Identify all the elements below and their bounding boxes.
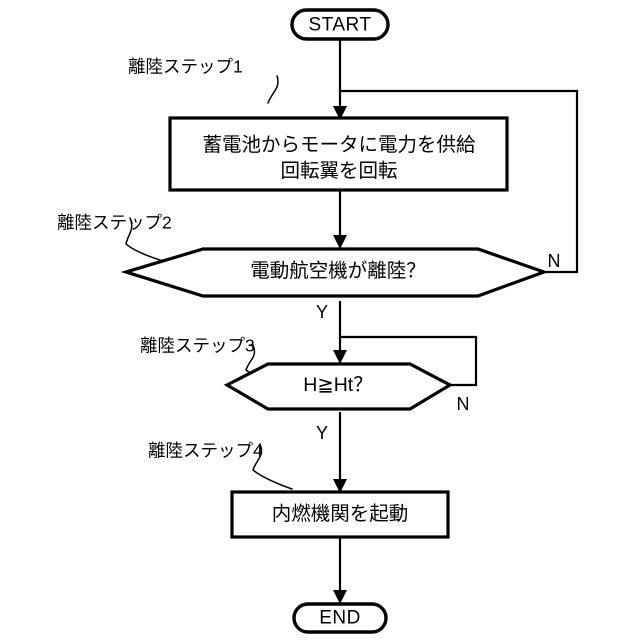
- branch-label-decision2-no: N: [457, 394, 470, 414]
- branch-label-decision1-no: N: [548, 251, 561, 271]
- node-decision2[interactable]: H≧Ht？: [223, 362, 454, 411]
- node-start[interactable]: START: [290, 8, 390, 41]
- node-process2-label: 内燃機関を起動: [272, 503, 409, 525]
- connector-process2-to-end: [333, 537, 347, 604]
- connector-process1-to-decision1: [333, 190, 347, 249]
- connector-decision2-no-loop: [341, 335, 478, 387]
- connector-decision1-yes-to-decision2: [333, 301, 347, 364]
- node-decision2-label: H≧Ht？: [303, 374, 372, 396]
- annotation-step1: 離陸ステップ1: [128, 57, 243, 77]
- node-process1[interactable]: 蓄電池からモータに電力を供給 回転翼を回転: [168, 116, 509, 192]
- node-decision1-label: 電動航空機が離陸？: [250, 260, 426, 282]
- connector-decision2-yes-to-process2: [333, 412, 347, 493]
- node-process1-line1: 蓄電池からモータに電力を供給: [202, 134, 476, 156]
- branch-label-decision1-yes: Y: [316, 302, 328, 322]
- annotation-step4: 離陸ステップ4: [148, 441, 263, 461]
- connector-start-to-process1: [333, 36, 347, 120]
- leader-line-step1: [267, 75, 279, 104]
- annotation-step2: 離陸ステップ2: [57, 213, 172, 233]
- node-end[interactable]: END: [292, 602, 388, 634]
- annotation-step3: 離陸ステップ3: [140, 336, 255, 356]
- branch-label-decision2-yes: Y: [316, 423, 328, 443]
- connector-decision1-no-loop: [341, 89, 579, 274]
- node-process1-line2: 回転翼を回転: [280, 160, 397, 182]
- node-process2[interactable]: 内燃機関を起動: [230, 490, 450, 539]
- leader-line-step4: [252, 443, 293, 490]
- node-start-label: START: [308, 15, 371, 36]
- node-decision1[interactable]: 電動航空機が離陸？: [120, 247, 549, 298]
- node-end-label: END: [319, 608, 361, 629]
